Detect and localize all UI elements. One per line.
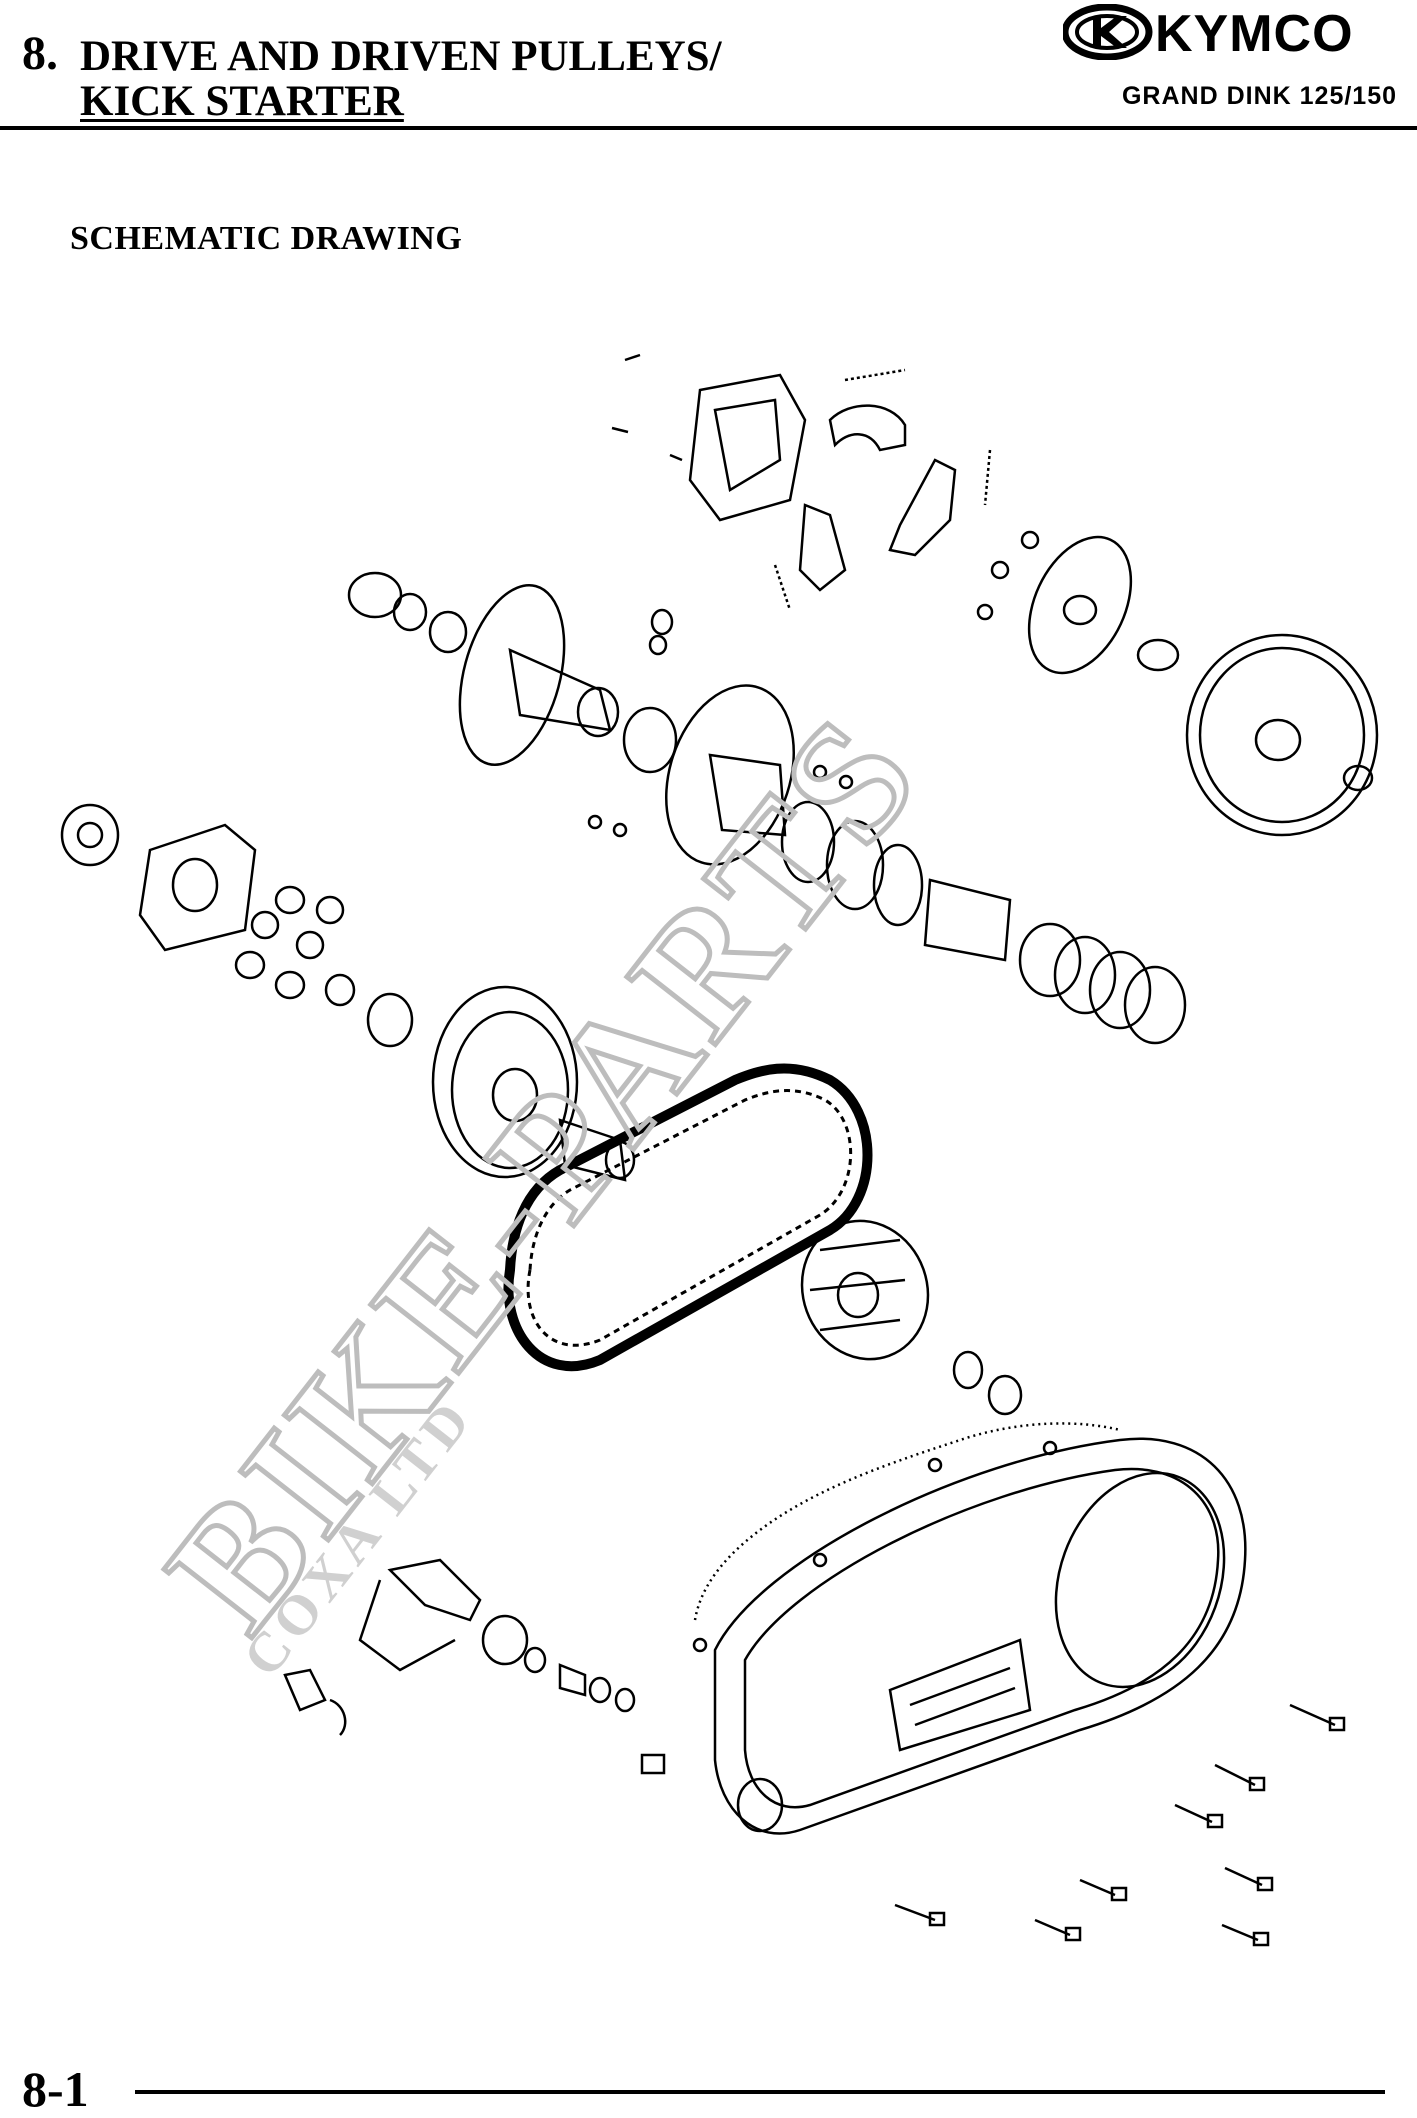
section-title: SCHEMATIC DRAWING [70, 220, 463, 257]
drive-face-assembly [60, 803, 636, 1182]
clutch-plate-and-bell [976, 530, 1379, 837]
brand-name: KYMCO [1155, 5, 1354, 63]
chapter-title-line1: DRIVE AND DRIVEN PULLEYS/ [80, 33, 722, 80]
drive-fan [800, 1219, 1023, 1416]
footer-divider [135, 2090, 1385, 2094]
model-name: GRAND DINK 125/150 [1121, 82, 1397, 110]
brand-logo: KYMCO [1063, 4, 1403, 63]
drive-belt [503, 1063, 873, 1372]
kymco-k-icon [1063, 4, 1153, 60]
chapter-title-line2: KICK STARTER [80, 78, 404, 125]
header-divider [0, 126, 1417, 130]
clutch-shoe-assembly [611, 353, 992, 611]
cover-bolts [894, 1703, 1346, 1947]
chapter-number: 8. [22, 27, 58, 80]
driven-pulley [347, 571, 1187, 1045]
schematic-drawing [60, 353, 1379, 1947]
page-number: 8-1 [22, 2061, 89, 2117]
kick-starter-assembly [283, 1558, 666, 1775]
crankcase-cover [692, 1422, 1247, 1835]
